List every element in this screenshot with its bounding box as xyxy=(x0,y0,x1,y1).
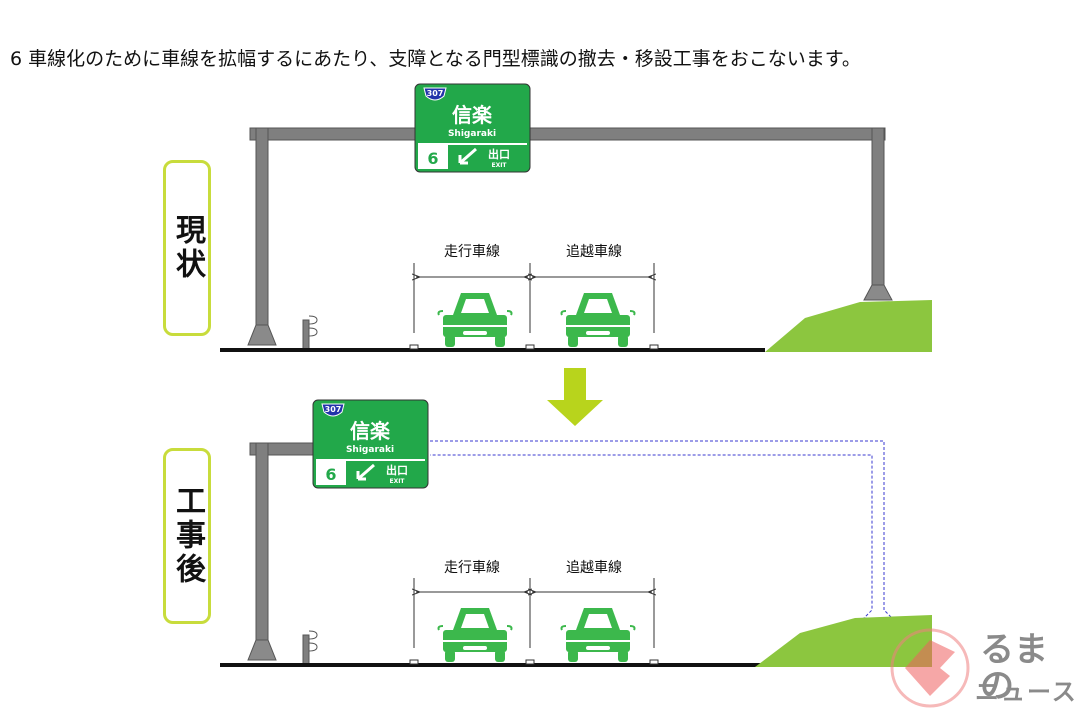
panel-label-after: 工事後 xyxy=(163,448,211,624)
panel-label-current: 現状 xyxy=(163,160,211,336)
direction-sign-relocated: 307 信楽 Shigaraki 6 出口 EXIT xyxy=(312,399,429,489)
logo-mark xyxy=(890,628,970,708)
slope xyxy=(765,300,932,352)
slope xyxy=(755,615,932,667)
direction-sign: 307 信楽 Shigaraki 6 出口 EXIT xyxy=(414,83,531,173)
svg-text:信楽: 信楽 xyxy=(452,103,493,127)
car-driving-lane xyxy=(437,292,513,348)
svg-text:出口: 出口 xyxy=(488,147,510,161)
guardrail xyxy=(302,315,318,350)
svg-text:307: 307 xyxy=(325,405,342,414)
logo-text-1: るまの xyxy=(980,630,1048,706)
lane-label-passing: 追越車線 xyxy=(566,243,622,260)
relocated-gantry xyxy=(247,442,321,661)
lane-label-passing: 追越車線 xyxy=(566,559,622,576)
svg-text:6: 6 xyxy=(427,149,438,168)
logo-text-2: ニュース xyxy=(975,678,1078,706)
svg-text:Shigaraki: Shigaraki xyxy=(346,445,394,455)
removed-gantry-outline xyxy=(430,440,894,619)
svg-text:6: 6 xyxy=(325,465,336,484)
lane-label-driving: 走行車線 xyxy=(444,243,500,260)
svg-text:EXIT: EXIT xyxy=(491,162,507,169)
car-passing-lane xyxy=(560,292,636,348)
guardrail xyxy=(302,630,318,665)
svg-text:EXIT: EXIT xyxy=(389,478,405,485)
car-driving-lane xyxy=(437,607,513,663)
diagram-title: 6 車線化のために車線を拡幅するにあたり、支障となる門型標識の撤去・移設工事をお… xyxy=(10,48,861,70)
svg-text:Shigaraki: Shigaraki xyxy=(448,129,496,139)
svg-text:出口: 出口 xyxy=(386,463,408,477)
down-arrow xyxy=(547,368,603,426)
car-passing-lane xyxy=(560,607,636,663)
svg-text:307: 307 xyxy=(427,89,444,98)
svg-text:信楽: 信楽 xyxy=(350,419,391,443)
lane-label-driving: 走行車線 xyxy=(444,559,500,576)
current-gantry xyxy=(247,127,893,346)
